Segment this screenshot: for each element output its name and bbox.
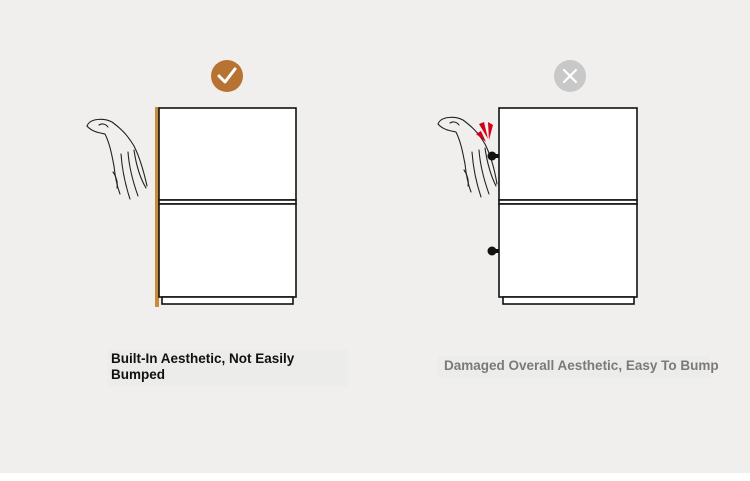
check-icon <box>211 60 243 92</box>
bottom-strip <box>0 473 750 481</box>
bad-panel <box>437 60 638 305</box>
caption-bad: Damaged Overall Aesthetic, Easy To Bump <box>438 356 719 378</box>
cabinet-good <box>158 107 297 305</box>
cross-icon <box>554 60 586 92</box>
door-knob-lower <box>487 246 499 256</box>
impact-marks <box>476 122 493 142</box>
caption-good: Built-In Aesthetic, Not Easily Bumped <box>108 350 348 386</box>
built-in-side-panel <box>155 107 159 307</box>
cabinet-bad <box>498 107 638 305</box>
door-knob-upper <box>487 151 499 161</box>
hand-illustration-good <box>86 118 148 200</box>
hand-illustration-bad <box>437 116 498 198</box>
good-panel <box>86 60 297 307</box>
